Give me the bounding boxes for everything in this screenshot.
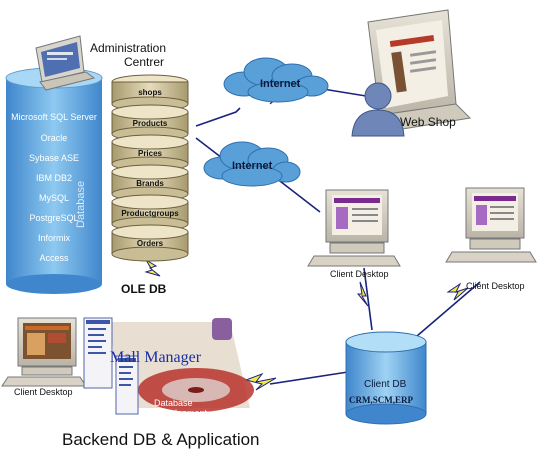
mall-manager-collage	[83, 317, 254, 415]
db-item-postgresql: PostgreSQL	[29, 213, 79, 223]
lightning-bottom-icon	[244, 372, 277, 391]
database-items: Microsoft SQL Server Oracle Sybase ASE I…	[8, 0, 100, 300]
segment-shops: shops	[138, 88, 162, 97]
client-db-cylinder	[345, 331, 427, 425]
admin-centre-stack	[111, 74, 189, 262]
user-avatar-icon	[351, 82, 405, 137]
laptop-icon	[35, 35, 96, 91]
web-shop-label: Web Shop	[400, 115, 456, 129]
internet-mid-label: Internet	[232, 160, 273, 172]
client-desktop-mid-label: Client Desktop	[330, 269, 389, 279]
admin-centre-title-1: Administration	[90, 41, 167, 55]
line-admin-to-internet-mid	[195, 137, 223, 159]
line-admin-to-internet-top	[195, 107, 241, 127]
db-item-mysql: MySQL	[38, 193, 69, 203]
db-item-access: Access	[39, 253, 69, 263]
client-desktop-right-label: Client Desktop	[466, 281, 525, 291]
internet-cloud-top-icon	[223, 57, 329, 103]
line-client-to-clientdb	[363, 267, 373, 331]
lightning-oledb-icon	[144, 259, 161, 277]
client-desktop-mid-icon	[307, 189, 401, 267]
db-item-mssql: Microsoft SQL Server	[11, 112, 97, 122]
line-client-right-to-clientdb	[409, 281, 481, 343]
segment-brands: Brands	[136, 179, 164, 188]
segment-orders: Orders	[136, 239, 164, 248]
footer-title: Backend DB & Application	[62, 430, 260, 449]
admin-centre-title-2: Centrer	[124, 55, 165, 69]
line-mall-to-clientdb	[269, 371, 349, 385]
db-item-db2: IBM DB2	[35, 173, 72, 183]
internet-cloud-mid-icon	[203, 141, 301, 187]
database-cylinder	[5, 67, 103, 294]
client-desktop-left-label: Client Desktop	[14, 387, 73, 397]
lightning-client-icon	[356, 281, 369, 307]
client-db-subtitle: CRM,SCM,ERP	[349, 395, 413, 405]
database-development-label: Database Development	[154, 398, 208, 419]
client-desktop-left-icon	[1, 317, 87, 387]
db-item-informix: Informix	[37, 233, 70, 243]
client-db-title: Client DB	[364, 379, 407, 390]
line-internet-to-client-mid	[275, 177, 321, 213]
ole-db-label: OLE DB	[121, 282, 167, 296]
segment-prices: Prices	[137, 149, 163, 158]
mall-manager-title: Mall Manager	[110, 349, 202, 366]
client-desktop-right-icon	[445, 187, 537, 263]
lightning-bolts	[144, 85, 469, 391]
db-item-oracle: Oracle	[40, 133, 68, 143]
internet-top-label: Internet	[260, 78, 301, 90]
segment-productgroups: Productgroups	[121, 209, 179, 218]
lightning-right-icon	[446, 282, 469, 301]
segment-products: Products	[132, 119, 168, 128]
db-item-sybase: Sybase ASE	[28, 153, 80, 163]
database-vertical-label: Database	[75, 180, 87, 228]
